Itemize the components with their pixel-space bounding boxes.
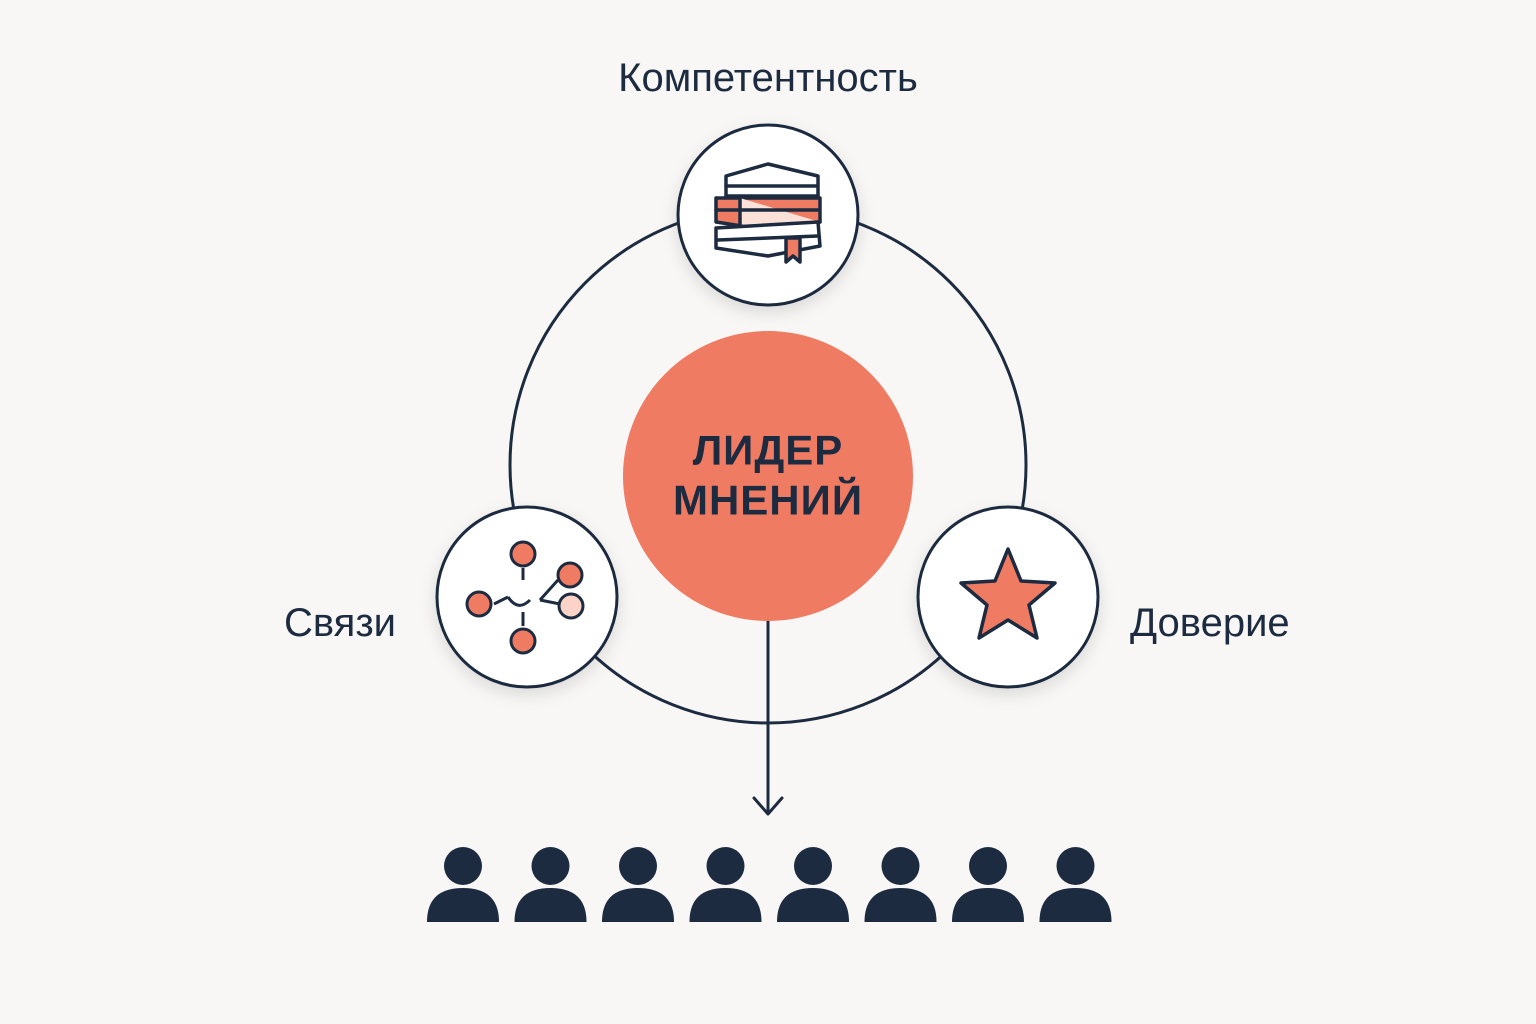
node-trust xyxy=(916,505,1100,689)
network-icon xyxy=(465,540,585,655)
node-connections xyxy=(435,505,619,689)
label-competence: Компетентность xyxy=(618,56,918,100)
node-competence xyxy=(676,123,860,307)
label-trust: Доверие xyxy=(1130,601,1290,645)
arrow-head-icon xyxy=(752,796,784,816)
center-title: ЛИДЕР МНЕНИЙ xyxy=(673,426,863,527)
leader-circle xyxy=(623,331,913,621)
label-connections: Связи xyxy=(283,601,396,645)
audience-row xyxy=(427,847,1112,922)
star-icon xyxy=(959,547,1057,640)
person-icon xyxy=(864,847,937,922)
person-icon xyxy=(689,847,762,922)
person-icon xyxy=(1039,847,1112,922)
person-icon xyxy=(427,847,499,922)
person-icon xyxy=(602,847,674,922)
person-icon xyxy=(952,847,1024,922)
person-icon xyxy=(514,847,587,922)
books-icon xyxy=(714,162,822,264)
center-title-line-1: ЛИДЕР xyxy=(692,426,844,474)
center-title-line-2: МНЕНИЙ xyxy=(672,477,864,524)
person-icon xyxy=(777,847,849,922)
